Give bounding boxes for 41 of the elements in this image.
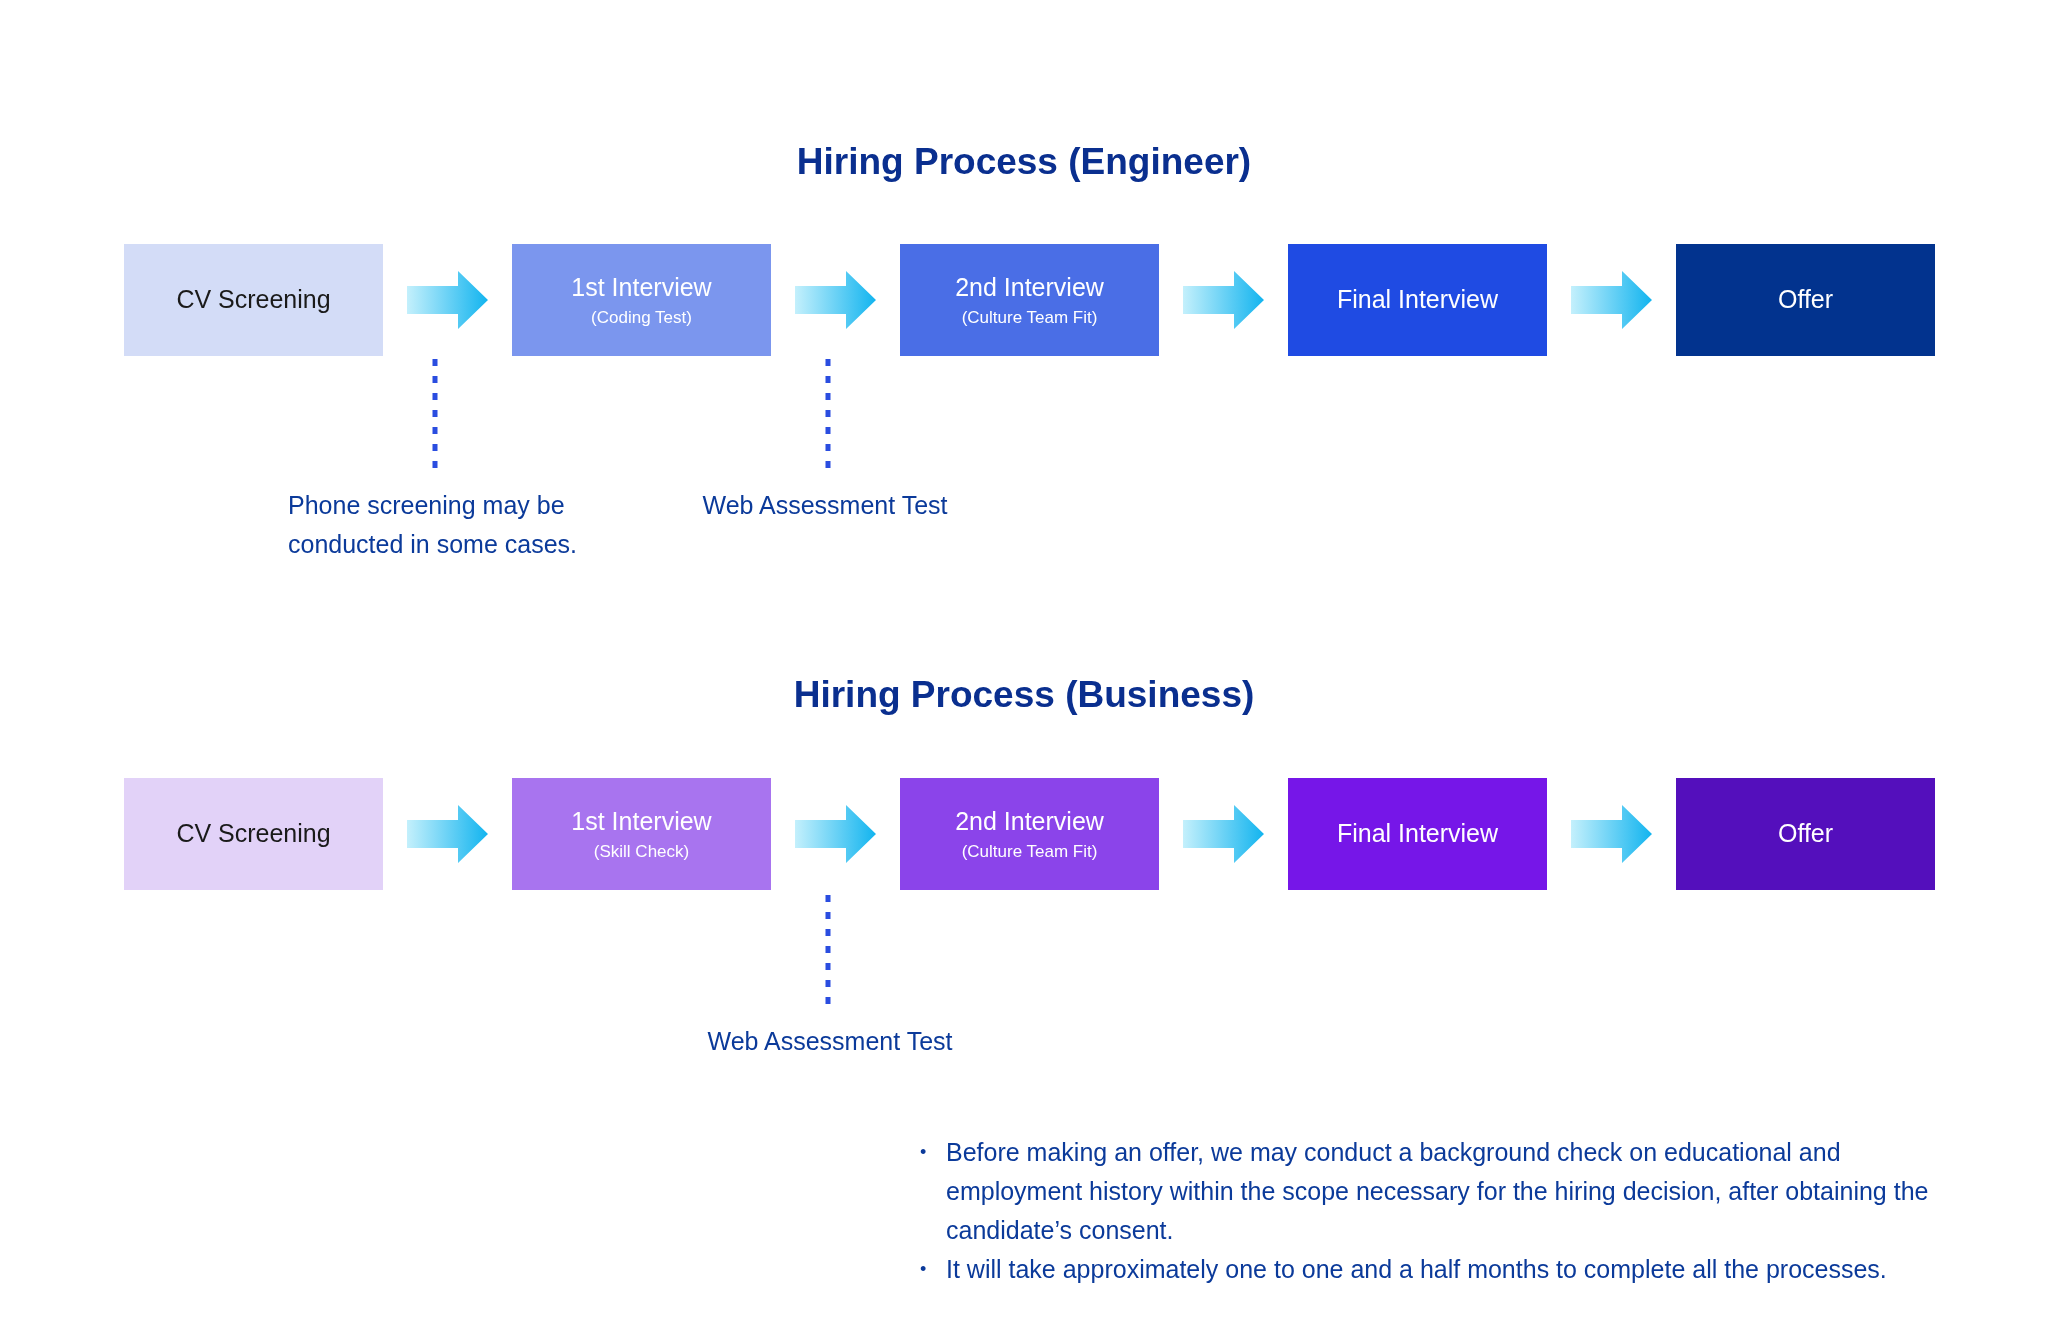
- bullet-marker: •: [920, 1258, 928, 1281]
- step-title: CV Screening: [176, 284, 331, 316]
- step-title: Final Interview: [1336, 818, 1499, 850]
- process-box: [124, 778, 383, 890]
- step-subtitle: (Coding Test): [591, 307, 692, 329]
- block-arrow: [1571, 805, 1652, 863]
- process-box: [900, 244, 1159, 356]
- process-box: [1288, 244, 1547, 356]
- bullet-marker: •: [920, 1141, 928, 1164]
- process-box: [1676, 778, 1935, 890]
- section-heading: Hiring Process (Business): [792, 676, 1256, 713]
- step-subtitle: (Culture Team Fit): [961, 307, 1098, 329]
- step-title: CV Screening: [176, 818, 331, 850]
- step-title: 2nd Interview: [955, 271, 1104, 303]
- step-title: Offer: [1777, 818, 1834, 850]
- process-box: [1676, 244, 1935, 356]
- note-text: It will take approximately one to one and a half months to complete all the processes.: [945, 1254, 1888, 1285]
- step-title: 1st Interview: [571, 271, 712, 303]
- step-title: Offer: [1777, 284, 1834, 316]
- block-arrow: [795, 271, 876, 329]
- block-arrow: [1183, 805, 1264, 863]
- process-box: [1288, 778, 1547, 890]
- step-title: 2nd Interview: [955, 805, 1104, 837]
- step-subtitle: (Skill Check): [593, 841, 690, 863]
- process-box: [512, 244, 771, 356]
- annotation-text: Phone screening may be conducted in some cases.: [288, 490, 579, 560]
- step-subtitle: (Culture Team Fit): [961, 841, 1098, 863]
- process-box: [900, 778, 1159, 890]
- block-arrow: [407, 805, 488, 863]
- block-arrow: [407, 271, 488, 329]
- block-arrow: [1183, 271, 1264, 329]
- process-box: [512, 778, 771, 890]
- note-text: Before making an offer, we may conduct a background check on educational and employment history within the scope necessary for the hiring decision, after obtaining the candidate’s consent.: [945, 1137, 1930, 1246]
- section-heading: Hiring Process (Engineer): [795, 143, 1253, 180]
- process-box: [124, 244, 383, 356]
- step-title: 1st Interview: [571, 805, 712, 837]
- step-title: Final Interview: [1336, 284, 1499, 316]
- annotation-text: Web Assessment Test: [701, 490, 949, 521]
- block-arrow: [795, 805, 876, 863]
- block-arrow: [1571, 271, 1652, 329]
- annotation-text: Web Assessment Test: [706, 1026, 954, 1057]
